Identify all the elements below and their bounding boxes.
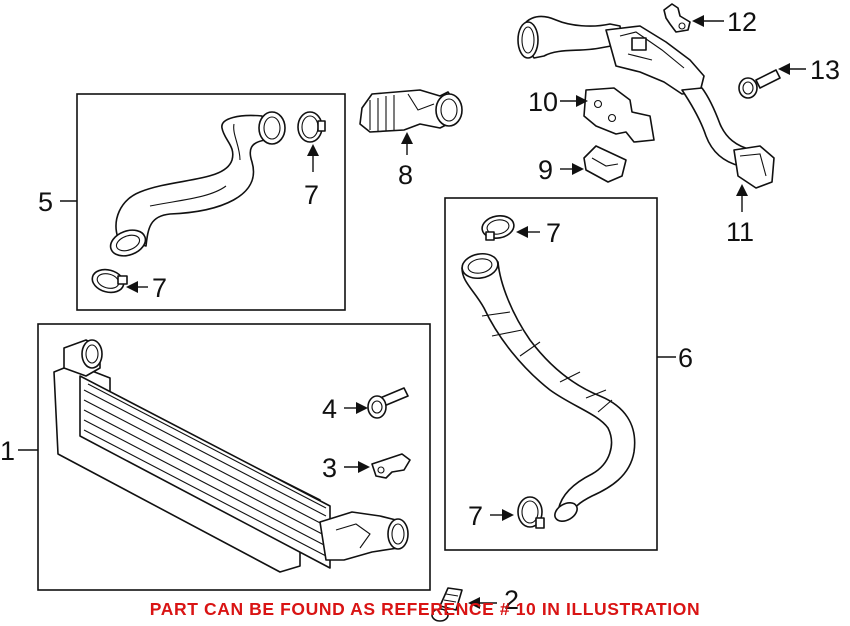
part-2-bolt — [431, 587, 463, 622]
part-7-clamp-right-lower — [517, 496, 545, 529]
part-10-bracket — [583, 87, 655, 143]
callout-6: 6 — [678, 343, 693, 373]
group-box-1 — [37, 323, 431, 591]
footer-note: PART CAN BE FOUND AS REFERENCE # 10 IN I… — [150, 599, 700, 619]
callout-7-upper-left: 7 — [304, 180, 319, 210]
part-7-clamp-right-upper — [481, 215, 515, 241]
callout-3: 3 — [322, 453, 337, 483]
leader-lines — [18, 15, 806, 609]
callout-10: 10 — [528, 87, 558, 117]
part-6-lower-hose — [461, 252, 636, 522]
callout-5: 5 — [38, 187, 53, 217]
part-12-sensor — [663, 3, 691, 33]
callout-12: 12 — [727, 7, 757, 37]
group-box-6 — [444, 197, 658, 551]
callout-7-lower-left: 7 — [152, 273, 167, 303]
part-8-inlet-duct — [359, 89, 463, 133]
callout-4: 4 — [322, 394, 337, 424]
callout-11: 11 — [726, 217, 754, 247]
callout-8: 8 — [398, 160, 413, 190]
part-3-sensor — [371, 453, 411, 479]
part-5-upper-hose — [109, 111, 286, 257]
callout-7-right-lower: 7 — [468, 501, 483, 531]
callout-7-right-upper: 7 — [546, 218, 561, 248]
part-7-clamp-upper — [297, 111, 326, 143]
callout-1: 1 — [0, 436, 15, 466]
callout-9: 9 — [538, 155, 553, 185]
group-box-5 — [76, 93, 346, 311]
callout-13: 13 — [810, 55, 840, 85]
part-7-clamp-lower-left — [91, 268, 128, 294]
part-13-bolt — [738, 69, 781, 99]
part-1-intercooler — [53, 339, 409, 573]
part-9-gasket — [583, 145, 627, 183]
part-4-bolt — [367, 387, 409, 419]
callout-2: 2 — [504, 585, 519, 615]
part-11-charge-pipe — [517, 15, 775, 189]
